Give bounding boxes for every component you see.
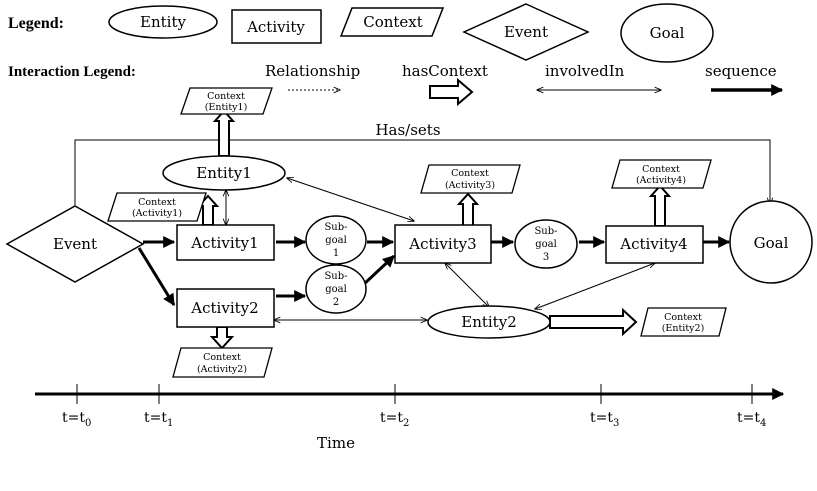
- has-sets-label: Has/sets: [375, 121, 440, 139]
- subgoal2-label-line1: Sub-: [324, 271, 347, 282]
- context-activity1-line1: Context: [138, 197, 176, 208]
- activity3-label: Activity3: [408, 235, 476, 253]
- subgoal2-node: [305, 264, 367, 314]
- subgoal3-node: [514, 219, 578, 269]
- subgoal1-label-line1: Sub-: [324, 222, 347, 233]
- entity1-has-context-arrow: [212, 109, 236, 157]
- legend: Legend: Entity Activity Context Event Go…: [8, 3, 714, 63]
- tick-label-t2: t=t2: [380, 410, 409, 429]
- entity1-node: [162, 155, 286, 191]
- context-activity3-node: [420, 164, 521, 194]
- tick-label-t3: t=t3: [590, 410, 619, 429]
- activity4-node: [605, 225, 704, 264]
- context-activity2-line1: Context: [203, 352, 241, 363]
- activity1-node: [176, 224, 275, 261]
- subgoal2-label-line2: goal: [325, 284, 347, 295]
- subgoal3-label-line1: Sub-: [534, 226, 557, 237]
- context-entity1-line1: Context: [207, 91, 245, 102]
- nodes: Event Goal Entity1 Entity2 Activity1 Act…: [5, 87, 813, 378]
- context-entity1-line2: (Entity1): [205, 102, 248, 113]
- activity1-label: Activity1: [190, 234, 258, 252]
- context-activity2-node: [172, 347, 273, 378]
- legend-entity-label: Entity: [140, 13, 186, 31]
- activity2-node: [176, 288, 275, 328]
- context-entity1-node: [180, 87, 273, 115]
- context-entity2-node: [640, 307, 727, 337]
- tick-label-t1: t=t1: [144, 410, 173, 429]
- event-label: Event: [53, 235, 97, 253]
- context-activity3-line1: Context: [451, 168, 489, 179]
- interaction-legend: Interaction Legend: Relationship hasCont…: [8, 62, 784, 107]
- legend-event-label: Event: [504, 23, 548, 41]
- context-entity2-line1: Context: [664, 312, 702, 323]
- legend-context-shape: [339, 7, 445, 37]
- connectors: Has/sets: [74, 109, 770, 350]
- goal-label: Goal: [754, 234, 789, 252]
- event-to-activity2: [137, 247, 176, 307]
- legend-event-shape: [462, 3, 590, 61]
- context-activity3-line2: (Activity3): [445, 180, 495, 191]
- subgoal2-to-activity3: [361, 254, 396, 287]
- activity4-entity2-link: [535, 263, 655, 309]
- entity1-label: Entity1: [196, 164, 251, 182]
- activity3-has-context-arrow: [456, 192, 480, 227]
- subgoal2-label-line3: 2: [333, 297, 339, 308]
- has-context-arrow: [429, 77, 474, 107]
- activity2-label: Activity2: [190, 299, 258, 317]
- time-axis-label: Time: [317, 434, 355, 452]
- has-sets-connector: [74, 139, 770, 206]
- context-activity1-node: [107, 192, 207, 222]
- activity4-label: Activity4: [619, 235, 687, 253]
- context-activity4-line2: (Activity4): [636, 175, 686, 186]
- tick-label-t0: t=t0: [62, 410, 91, 429]
- legend-goal-shape: [620, 3, 714, 63]
- subgoal1-label-line3: 1: [333, 248, 339, 259]
- context-entity2-line2: (Entity2): [662, 323, 705, 334]
- activity2-has-context-arrow: [209, 326, 235, 350]
- context-activity4-line1: Context: [642, 164, 680, 175]
- subgoal3-label-line3: 3: [543, 252, 549, 263]
- context-activity1-line2: (Activity1): [132, 208, 182, 219]
- timeline: t=t0 t=t1 t=t2 t=t3 t=t4 Time: [35, 384, 785, 452]
- entity2-node: [427, 305, 551, 339]
- context-activity4-node: [611, 159, 712, 189]
- legend-title: Legend:: [8, 15, 64, 32]
- interaction-legend-title: Interaction Legend:: [8, 64, 136, 80]
- sequence-label: sequence: [705, 62, 777, 80]
- entity2-label: Entity2: [461, 313, 516, 331]
- legend-activity-shape: [231, 9, 322, 44]
- tick-label-t4: t=t4: [737, 410, 766, 429]
- goal-node: [729, 200, 813, 284]
- entity1-activity3-link: [287, 178, 414, 221]
- entity2-has-context-arrow: [549, 307, 638, 337]
- subgoal1-node: [305, 215, 367, 265]
- activity4-has-context-arrow: [648, 184, 672, 227]
- activity3-entity2-link: [445, 263, 489, 307]
- legend-goal-label: Goal: [650, 24, 685, 42]
- context-activity2-line2: (Activity2): [197, 364, 247, 375]
- involved-in-label: involvedIn: [545, 62, 625, 80]
- legend-context-label: Context: [363, 13, 423, 31]
- event-node: [5, 205, 145, 283]
- legend-entity-shape: [108, 5, 218, 39]
- has-context-label: hasContext: [402, 62, 488, 80]
- relationship-label: Relationship: [265, 62, 360, 80]
- subgoal3-label-line2: goal: [535, 239, 557, 250]
- legend-activity-label: Activity: [246, 18, 305, 36]
- activity3-node: [394, 224, 492, 264]
- subgoal1-label-line2: goal: [325, 235, 347, 246]
